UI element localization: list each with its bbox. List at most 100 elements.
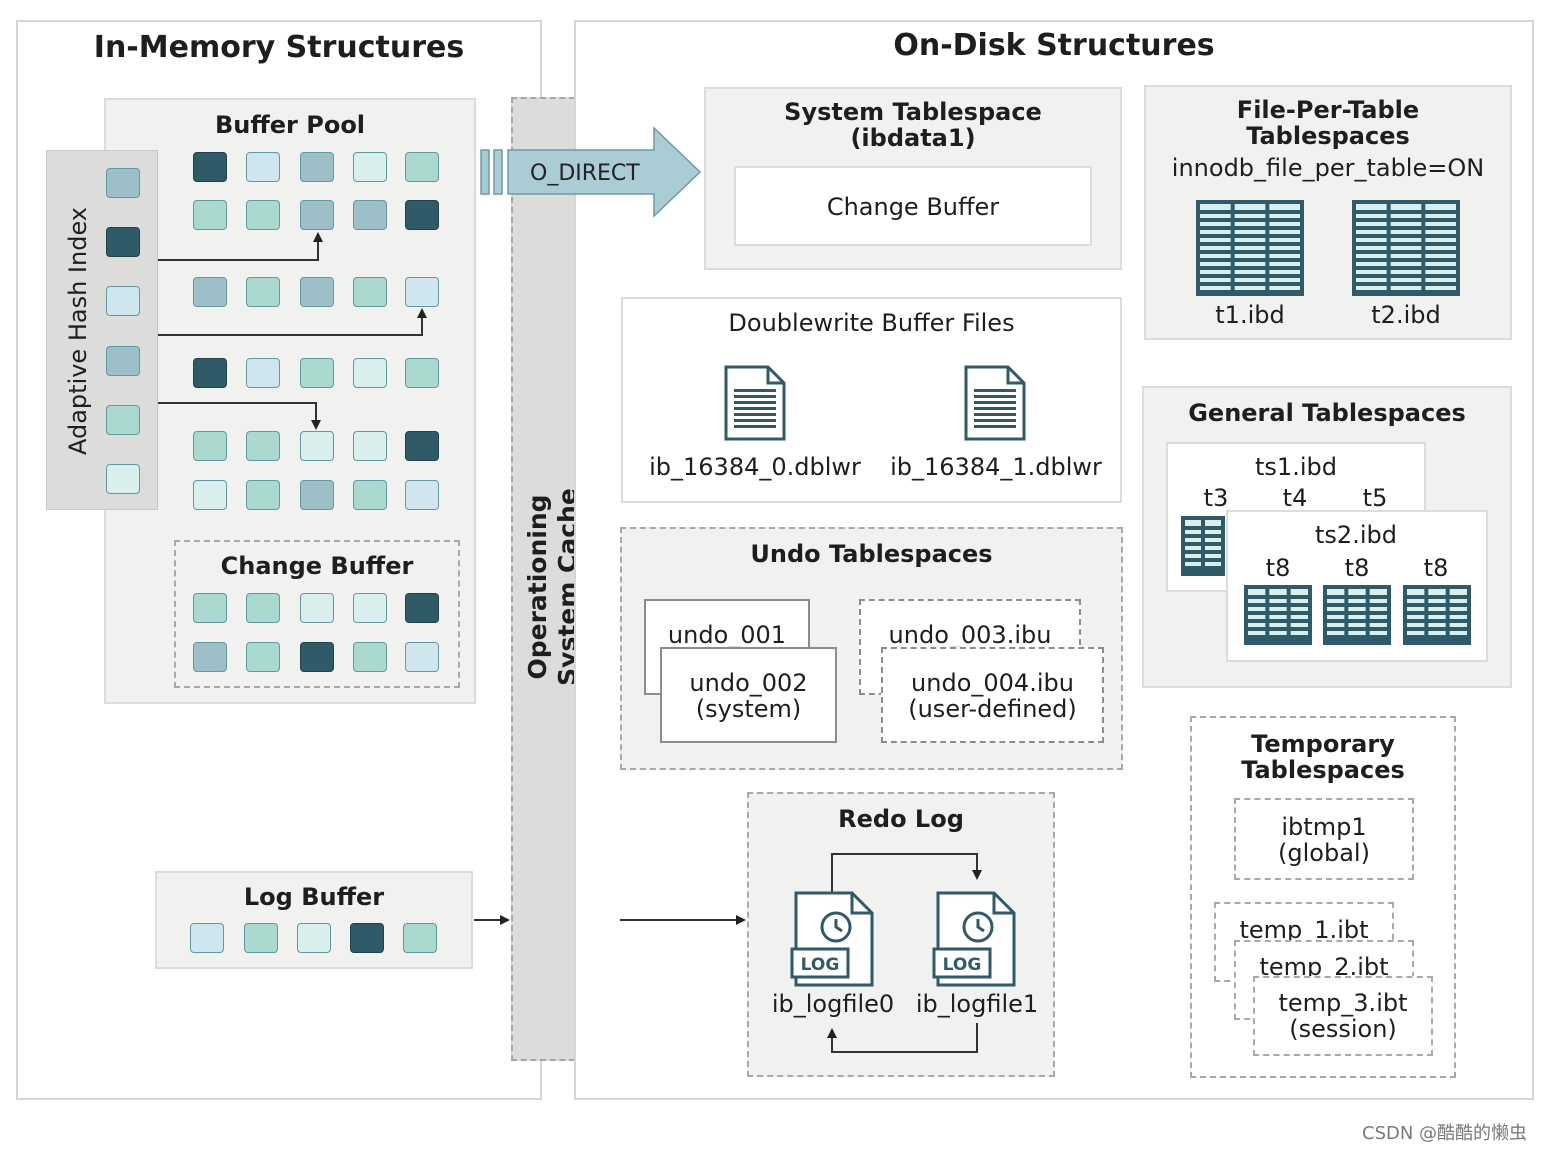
- adaptive-hash-index: [46, 150, 158, 510]
- file-per-table-title1: File-Per-Table: [1236, 96, 1420, 124]
- undo-004-name: undo_004.ibu: [911, 669, 1074, 697]
- buffer-page: [353, 200, 387, 230]
- buffer-page: [353, 431, 387, 461]
- file-per-table-title: File-Per-Table Tablespaces: [1144, 97, 1512, 149]
- system-tablespace-title: System Tablespace (ibdata1): [704, 99, 1122, 151]
- table-icon-t8: [1244, 585, 1312, 645]
- redo-logfile1-label: ib_logfile1: [915, 990, 1039, 1018]
- temp1-label: temp_1.ibt: [1239, 916, 1369, 944]
- redo-log-title: Redo Log: [838, 805, 964, 833]
- temp3-label: temp_3.ibt (session): [1253, 990, 1433, 1042]
- general-tablespaces-title: General Tablespaces: [1188, 399, 1466, 427]
- undo-003-label: undo_003.ibu: [888, 621, 1052, 649]
- change-buffer-page: [353, 642, 387, 672]
- buffer-page: [246, 431, 280, 461]
- memory-change-buffer: [174, 540, 460, 688]
- buffer-page: [193, 277, 227, 307]
- buffer-page: [405, 152, 439, 182]
- change-buffer-page: [405, 642, 439, 672]
- ts2-table-a: t8: [1265, 554, 1291, 582]
- buffer-page: [405, 277, 439, 307]
- undo-002-name: undo_002: [689, 669, 808, 697]
- hash-entry: [106, 227, 140, 257]
- buffer-page: [193, 431, 227, 461]
- buffer-page: [246, 480, 280, 510]
- buffer-page: [193, 200, 227, 230]
- log-icon-label: LOG: [801, 955, 840, 975]
- watermark: CSDN @酷酷的懒虫: [1362, 1123, 1527, 1144]
- temp3-type: (session): [1289, 1015, 1397, 1043]
- o-direct-stripe-2: [493, 149, 503, 195]
- o-direct-arrow: O_DIRECT: [480, 126, 702, 218]
- hash-entry: [106, 346, 140, 376]
- buffer-page: [405, 480, 439, 510]
- log-buffer-page: [190, 923, 224, 953]
- log-buffer-page: [244, 923, 278, 953]
- undo-001-label: undo_001: [667, 621, 787, 649]
- redo-logfile0-label: ib_logfile0: [771, 990, 895, 1018]
- doublewrite-file-0: ib_16384_0.dblwr: [649, 453, 861, 481]
- buffer-page: [193, 480, 227, 510]
- buffer-page: [405, 200, 439, 230]
- buffer-page: [300, 358, 334, 388]
- ts2-label: ts2.ibd: [1315, 521, 1397, 549]
- buffer-page: [246, 152, 280, 182]
- ahi-arrow-2: [158, 308, 427, 336]
- temp3-name: temp_3.ibt: [1278, 989, 1408, 1017]
- log-file-icon-1: LOG: [932, 891, 1016, 987]
- temporary-title2: Tablespaces: [1241, 756, 1405, 784]
- buffer-page: [246, 358, 280, 388]
- buffer-page: [300, 200, 334, 230]
- ibtmp1-label: ibtmp1 (global): [1234, 814, 1414, 866]
- memory-change-buffer-title: Change Buffer: [220, 552, 414, 580]
- temporary-title1: Temporary: [1251, 730, 1395, 758]
- o-direct-label: O_DIRECT: [530, 161, 640, 186]
- change-buffer-page: [300, 593, 334, 623]
- hash-entry: [106, 405, 140, 435]
- undo-002-box: [660, 647, 837, 743]
- log-buffer-page: [403, 923, 437, 953]
- temp2-label: temp_2.ibt: [1259, 953, 1389, 981]
- ibtmp1-name: ibtmp1: [1281, 813, 1367, 841]
- buffer-page: [405, 431, 439, 461]
- change-buffer-page: [300, 642, 334, 672]
- buffer-page: [246, 200, 280, 230]
- ibtmp1-type: (global): [1278, 839, 1370, 867]
- document-icon-dblwr1: [964, 365, 1026, 441]
- redo-top-arrow: [831, 853, 982, 893]
- ts1-label: ts1.ibd: [1255, 453, 1337, 481]
- ahi-arrow-3: [158, 402, 321, 430]
- table-icon-t8: [1403, 585, 1471, 645]
- change-buffer-page: [193, 642, 227, 672]
- buffer-page: [353, 152, 387, 182]
- change-buffer-page: [193, 593, 227, 623]
- buffer-page: [300, 480, 334, 510]
- buffer-page: [193, 358, 227, 388]
- hash-entry: [106, 168, 140, 198]
- ts2-table-c: t8: [1423, 554, 1449, 582]
- o-direct-arrow-body: [507, 126, 702, 218]
- log-buffer-title: Log Buffer: [243, 883, 385, 911]
- file-per-table-title2: Tablespaces: [1246, 122, 1410, 150]
- buffer-page: [300, 277, 334, 307]
- ts1-table-t4: t4: [1282, 484, 1308, 512]
- buffer-page: [300, 431, 334, 461]
- file-t2-label: t2.ibd: [1371, 301, 1441, 329]
- table-icon-t8: [1323, 585, 1391, 645]
- ibtmp1-box: [1234, 798, 1414, 880]
- buffer-page: [405, 358, 439, 388]
- log-buffer-page: [297, 923, 331, 953]
- in-memory-title: In-Memory Structures: [93, 30, 465, 65]
- buffer-pool-title: Buffer Pool: [214, 111, 366, 139]
- o-direct-stripe-1: [480, 149, 490, 195]
- undo-004-box: [881, 647, 1104, 743]
- buffer-page: [300, 152, 334, 182]
- system-tablespace-title1: System Tablespace: [784, 98, 1042, 126]
- log-file-icon-0: LOG: [790, 891, 874, 987]
- change-buffer-page: [246, 642, 280, 672]
- system-change-buffer: [734, 166, 1092, 246]
- ts2-table-b: t8: [1344, 554, 1370, 582]
- redo-bottom-arrow: [827, 1023, 978, 1053]
- system-tablespace-title2: (ibdata1): [850, 124, 976, 152]
